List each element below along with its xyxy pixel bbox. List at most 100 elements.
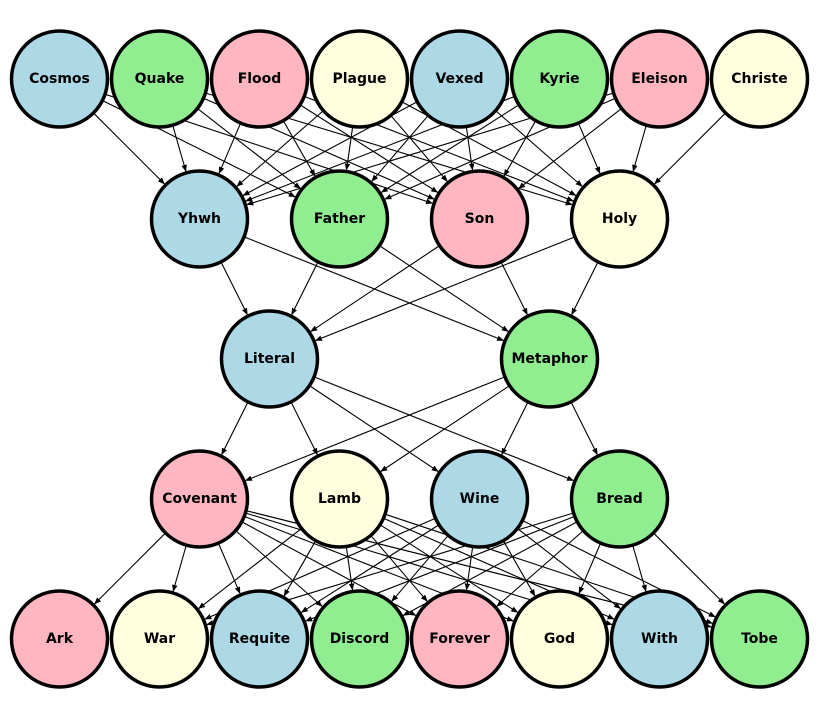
node-circle bbox=[409, 29, 510, 129]
node-literal: Literal bbox=[219, 309, 320, 409]
node-circle bbox=[569, 169, 670, 269]
node-circle bbox=[209, 29, 310, 129]
node-label: Ark bbox=[46, 631, 74, 647]
node-label: Plague bbox=[333, 71, 387, 87]
node-christe: Christe bbox=[709, 29, 810, 129]
edge-literal-to-covenant bbox=[220, 401, 249, 456]
edge-father-to-literal bbox=[290, 261, 319, 316]
node-label: Lamb bbox=[318, 491, 361, 507]
node-circle bbox=[609, 29, 710, 129]
node-bread: Bread bbox=[569, 449, 670, 549]
node-label: Forever bbox=[429, 631, 490, 647]
edge-christe-to-holy bbox=[653, 112, 726, 185]
node-tobe: Tobe bbox=[709, 589, 810, 689]
node-label: Quake bbox=[135, 71, 185, 87]
edge-cosmos-to-yhwh bbox=[93, 112, 166, 185]
edge-son-to-metaphor bbox=[500, 261, 529, 316]
node-holy: Holy bbox=[569, 169, 670, 269]
node-circle bbox=[409, 589, 510, 689]
edge-yhwh-to-literal bbox=[220, 261, 249, 316]
edge-bread-to-with bbox=[632, 544, 647, 593]
edge-eleison-to-son bbox=[517, 108, 622, 190]
node-label: Discord bbox=[330, 631, 390, 647]
node-war: War bbox=[109, 589, 210, 689]
edge-covenant-to-war bbox=[172, 544, 187, 593]
node-circle bbox=[109, 29, 210, 129]
node-wine: Wine bbox=[429, 449, 530, 549]
node-circle bbox=[499, 309, 600, 409]
node-flood: Flood bbox=[209, 29, 310, 129]
edge-lamb-to-discord bbox=[345, 546, 355, 591]
edge-bread-to-tobe bbox=[653, 532, 726, 605]
edge-eleison-to-holy bbox=[632, 124, 647, 173]
node-circle bbox=[219, 309, 320, 409]
node-circle bbox=[289, 449, 390, 549]
node-label: Covenant bbox=[162, 491, 237, 507]
edge-literal-to-lamb bbox=[290, 401, 319, 456]
edge-plague-to-father bbox=[344, 126, 354, 171]
node-lamb: Lamb bbox=[289, 449, 390, 549]
node-label: Eleison bbox=[631, 71, 688, 87]
node-label: War bbox=[144, 631, 175, 647]
node-eleison: Eleison bbox=[609, 29, 710, 129]
node-vexed: Vexed bbox=[409, 29, 510, 129]
node-label: Bread bbox=[596, 491, 643, 507]
edge-flood-to-yhwh bbox=[218, 122, 242, 175]
edge-quake-to-yhwh bbox=[172, 124, 187, 173]
node-label: Son bbox=[465, 211, 495, 227]
node-label: Father bbox=[314, 211, 365, 227]
node-label: Vexed bbox=[435, 71, 483, 87]
edge-kyrie-to-son bbox=[503, 120, 537, 177]
node-label: Flood bbox=[238, 71, 282, 87]
node-circle bbox=[509, 589, 610, 689]
node-label: Cosmos bbox=[29, 71, 90, 87]
edge-covenant-to-requite bbox=[217, 542, 241, 595]
edge-kyrie-to-father bbox=[380, 104, 520, 194]
edge-plague-to-son bbox=[390, 115, 449, 183]
node-label: Requite bbox=[229, 631, 290, 647]
node-label: Yhwh bbox=[177, 211, 221, 227]
node-circle bbox=[149, 449, 250, 549]
node-circle bbox=[709, 29, 810, 129]
node-discord: Discord bbox=[309, 589, 410, 689]
node-plague: Plague bbox=[309, 29, 410, 129]
node-god: God bbox=[509, 589, 610, 689]
edge-kyrie-to-holy bbox=[577, 122, 601, 175]
node-label: Kyrie bbox=[539, 71, 579, 87]
edge-covenant-to-ark bbox=[93, 532, 166, 605]
edge-lamb-to-war bbox=[197, 528, 302, 610]
node-circle bbox=[429, 169, 530, 269]
edge-metaphor-to-bread bbox=[570, 401, 599, 456]
edge-lamb-to-forever bbox=[370, 535, 429, 603]
edge-wine-to-with bbox=[517, 528, 622, 610]
node-son: Son bbox=[429, 169, 530, 269]
node-kyrie: Kyrie bbox=[509, 29, 610, 129]
node-circle bbox=[309, 29, 410, 129]
node-label: Tobe bbox=[741, 631, 778, 647]
edge-lamb-to-god bbox=[379, 524, 519, 614]
node-circle bbox=[209, 589, 310, 689]
edge-wine-to-god bbox=[502, 540, 536, 597]
node-label: Holy bbox=[602, 211, 637, 227]
node-ark: Ark bbox=[9, 589, 110, 689]
node-yhwh: Yhwh bbox=[149, 169, 250, 269]
node-requite: Requite bbox=[209, 589, 310, 689]
edge-holy-to-literal bbox=[314, 236, 576, 342]
edge-wine-to-forever bbox=[464, 546, 474, 591]
node-circle bbox=[149, 169, 250, 269]
node-circle bbox=[609, 589, 710, 689]
node-label: With bbox=[641, 631, 678, 647]
node-circle bbox=[9, 589, 110, 689]
node-cosmos: Cosmos bbox=[9, 29, 110, 129]
edge-plague-to-yhwh bbox=[236, 110, 324, 188]
node-with: With bbox=[609, 589, 710, 689]
node-label: Literal bbox=[244, 351, 295, 367]
edge-wine-to-discord bbox=[390, 535, 449, 603]
node-circle bbox=[509, 29, 610, 129]
node-circle bbox=[109, 589, 210, 689]
edge-quake-to-father bbox=[197, 108, 302, 190]
edge-flood-to-father bbox=[282, 120, 316, 177]
node-label: God bbox=[544, 631, 575, 647]
node-circle bbox=[429, 449, 530, 549]
